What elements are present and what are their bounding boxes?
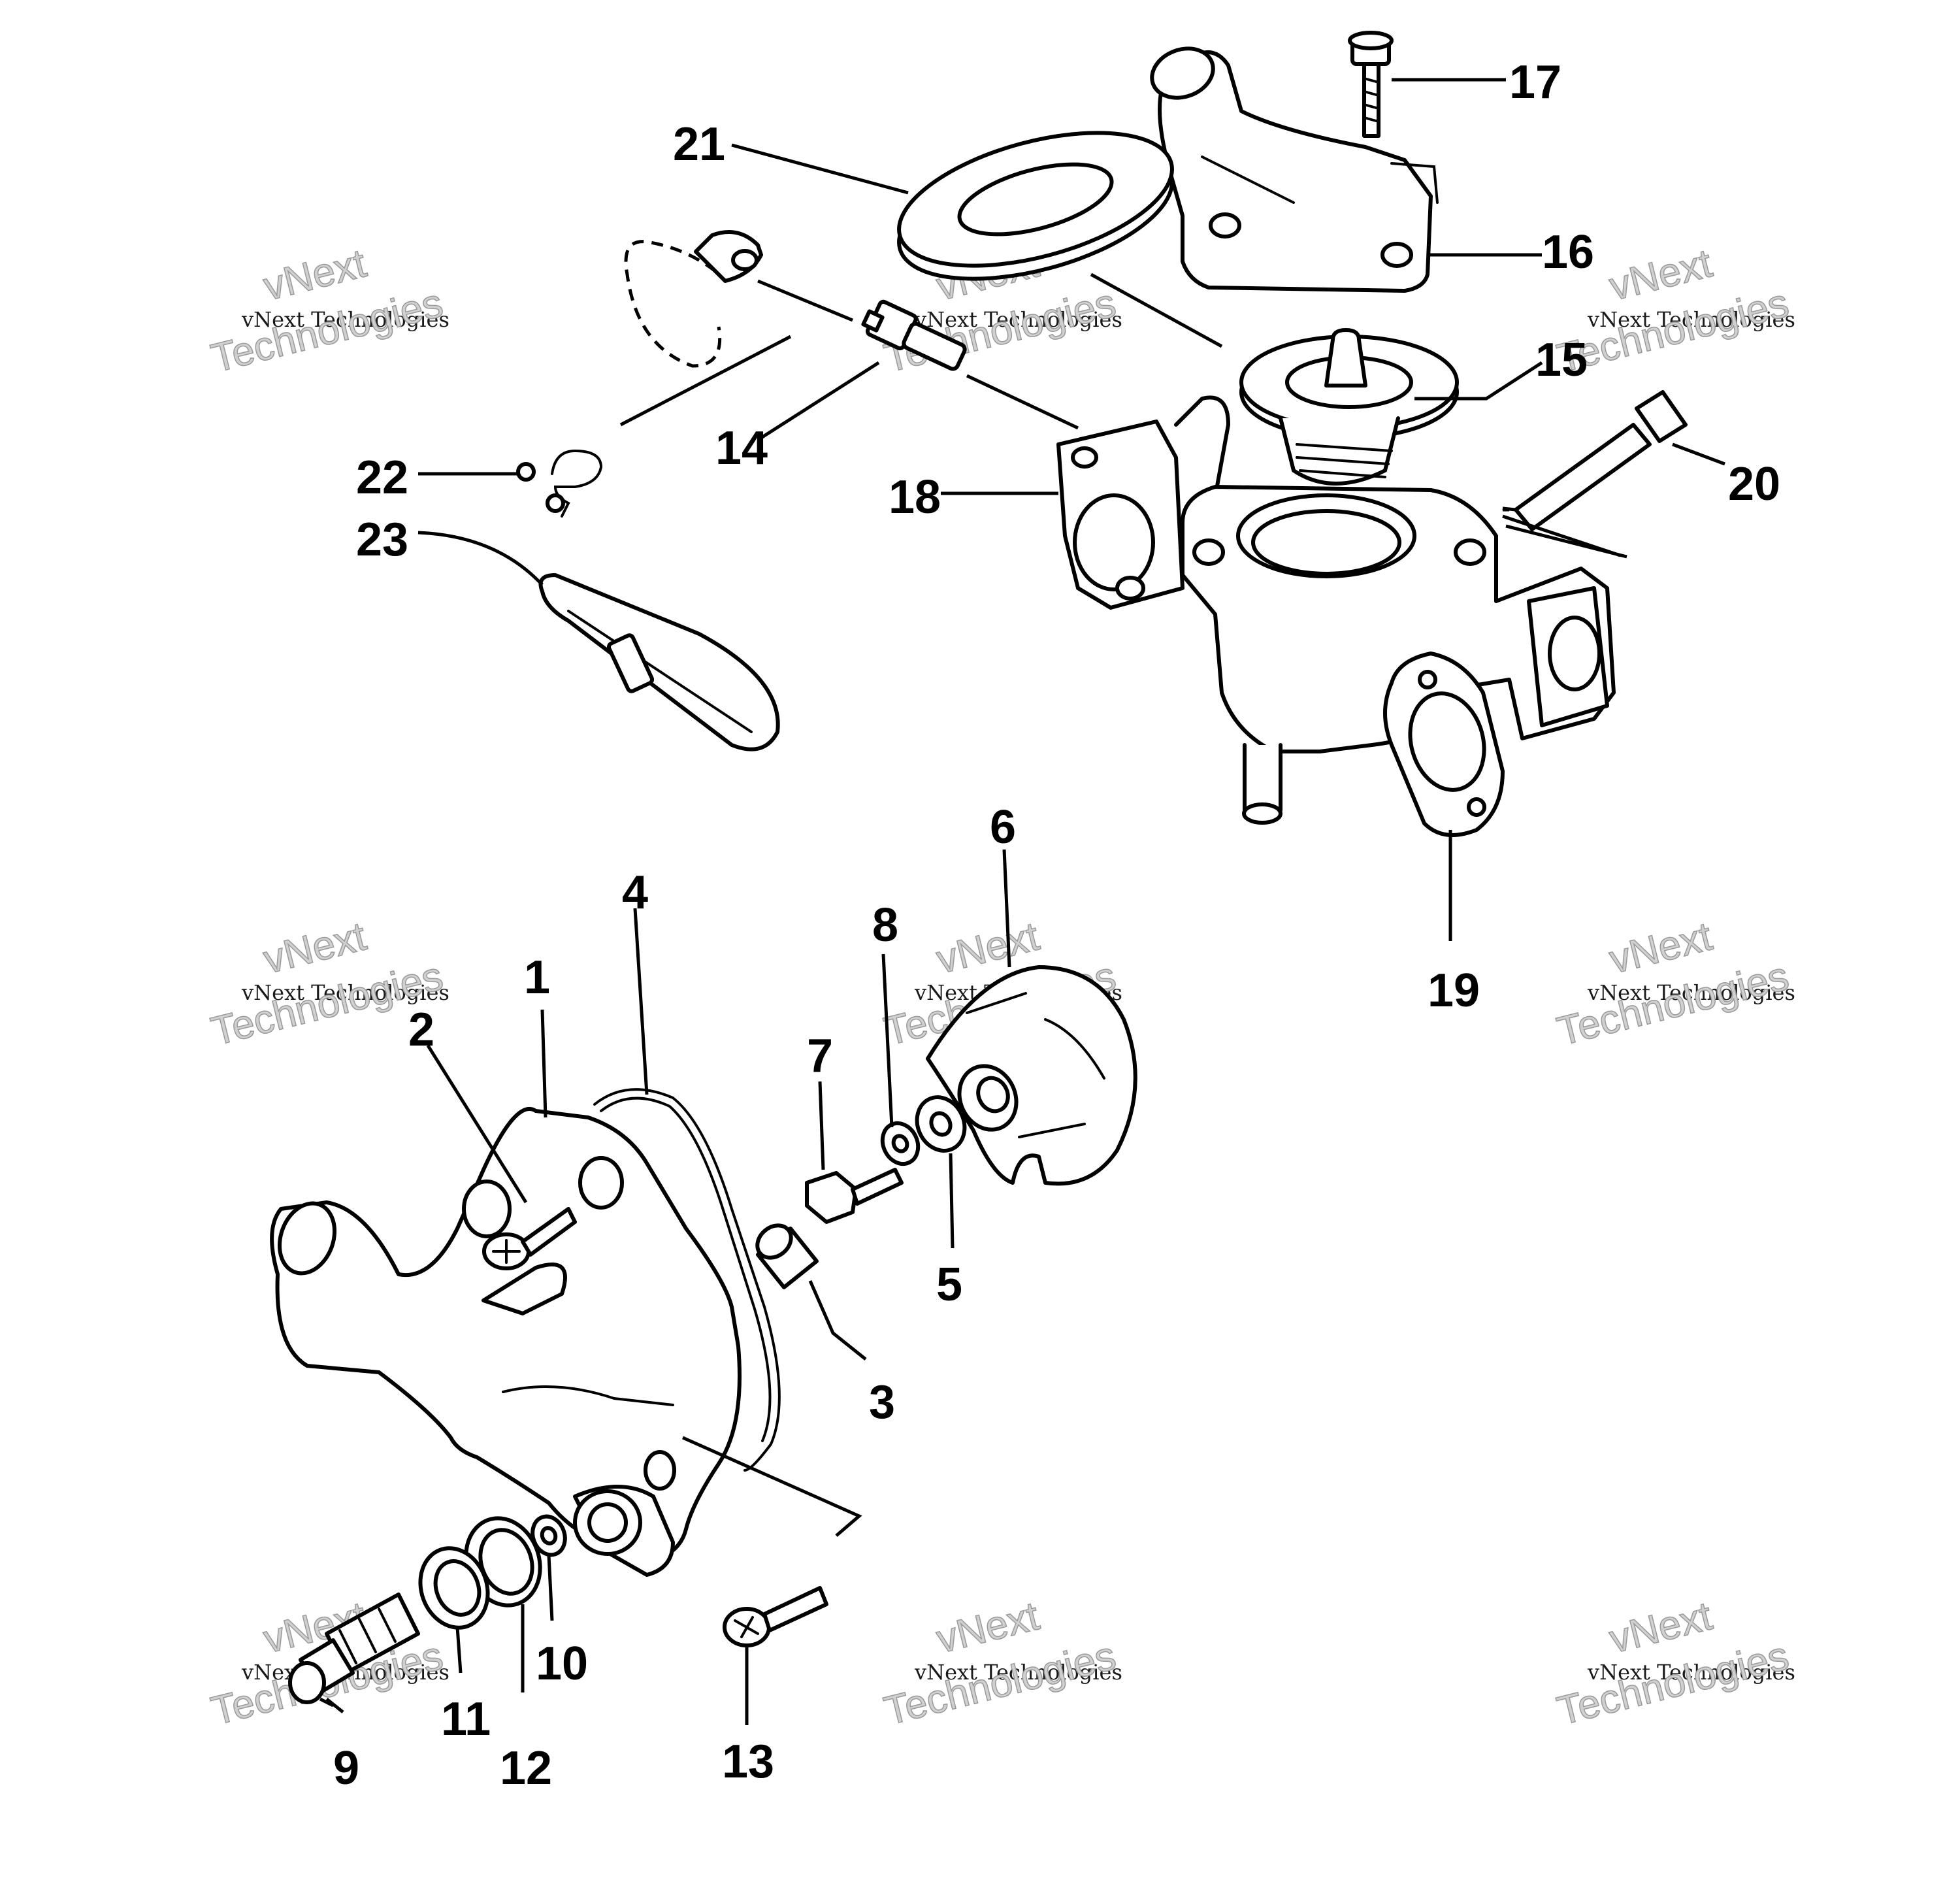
callout-12: 12 xyxy=(500,1742,552,1794)
watermark-brand: vNext xyxy=(932,1593,1043,1662)
callout-17: 17 xyxy=(1509,56,1561,108)
watermark: vNext vNext Technologies Technologies xyxy=(1552,1593,1795,1735)
watermark: vNext vNext Technologies Technologies xyxy=(1552,914,1795,1055)
callout-4: 4 xyxy=(622,867,648,919)
callout-14: 14 xyxy=(715,422,768,474)
part-22-hose-clip xyxy=(516,449,603,518)
part-1-water-pump-housing xyxy=(270,1106,742,1577)
part-15-thermostat xyxy=(1239,328,1459,486)
callout-19: 19 xyxy=(1428,965,1480,1017)
part-10-small-washer xyxy=(531,1514,567,1557)
watermark-brand: vNext xyxy=(1605,1593,1716,1662)
watermark-brand: vNext xyxy=(259,914,370,982)
callout-5: 5 xyxy=(936,1259,962,1311)
hose-loop xyxy=(624,230,763,368)
part-6-impeller xyxy=(926,965,1137,1186)
watermark: vNext vNext Technologies Technologies xyxy=(879,1593,1122,1735)
leader-lines xyxy=(319,78,1725,1725)
callout-20: 20 xyxy=(1728,458,1780,510)
callout-23: 23 xyxy=(356,514,408,566)
callout-7: 7 xyxy=(807,1030,833,1082)
callout-3: 3 xyxy=(869,1376,895,1428)
callout-6: 6 xyxy=(990,801,1016,853)
watermark-company: vNext Technologies xyxy=(241,307,449,332)
callout-9: 9 xyxy=(333,1742,359,1794)
callout-21: 21 xyxy=(673,118,725,171)
watermark: vNext vNext Technologies Technologies xyxy=(206,240,449,382)
watermark-company: vNext Technologies xyxy=(914,1660,1122,1685)
part-9-bleed-screw xyxy=(288,1593,420,1704)
watermark-company: vNext Technologies xyxy=(914,307,1122,332)
watermark-brand: vNext xyxy=(1605,914,1716,982)
watermark-company: vNext Technologies xyxy=(241,980,449,1005)
callout-10: 10 xyxy=(536,1638,588,1690)
part-18-thermostat-housing xyxy=(1056,395,1616,825)
part-4-gasket xyxy=(593,1088,781,1472)
watermark-company: vNext Technologies xyxy=(1587,1660,1795,1685)
callout-11: 11 xyxy=(441,1693,491,1745)
watermark-word: Technologies xyxy=(207,280,448,382)
callout-22: 22 xyxy=(356,452,408,504)
callout-2: 2 xyxy=(408,1004,434,1056)
part-21-seal-ring xyxy=(897,131,1174,281)
part-14-temp-sensor xyxy=(861,299,967,371)
callout-18: 18 xyxy=(889,471,941,523)
callout-15: 15 xyxy=(1535,334,1588,386)
part-23-cable-tie xyxy=(538,573,780,751)
part-11-spring-washer xyxy=(418,1546,490,1630)
watermark-company: vNext Technologies xyxy=(1587,307,1795,332)
callout-16: 16 xyxy=(1542,226,1594,278)
watermark-word: Technologies xyxy=(1553,280,1793,382)
part-7-hex-bolt xyxy=(805,1168,904,1224)
callout-8: 8 xyxy=(872,899,898,951)
callout-1: 1 xyxy=(524,951,550,1004)
watermark-brand: vNext xyxy=(259,240,370,309)
part-13-screw xyxy=(723,1586,828,1647)
watermark-word: Technologies xyxy=(880,1633,1120,1734)
callout-13: 13 xyxy=(722,1736,774,1788)
part-3-sleeve xyxy=(755,1223,819,1289)
part-20-long-bolt xyxy=(1514,390,1688,531)
callouts: 1 2 3 4 5 6 7 8 9 10 11 12 13 14 15 16 1… xyxy=(333,56,1780,1794)
part-2-screw xyxy=(482,1207,577,1270)
watermark-word: Technologies xyxy=(1553,953,1793,1055)
part-19-gasket xyxy=(1383,652,1505,837)
watermark-word: Technologies xyxy=(1553,1633,1793,1734)
watermark-brand: vNext xyxy=(1605,240,1716,309)
part-16-outlet-housing xyxy=(1150,46,1439,293)
part-17-bolt xyxy=(1348,31,1394,138)
watermark-company: vNext Technologies xyxy=(1587,980,1795,1005)
